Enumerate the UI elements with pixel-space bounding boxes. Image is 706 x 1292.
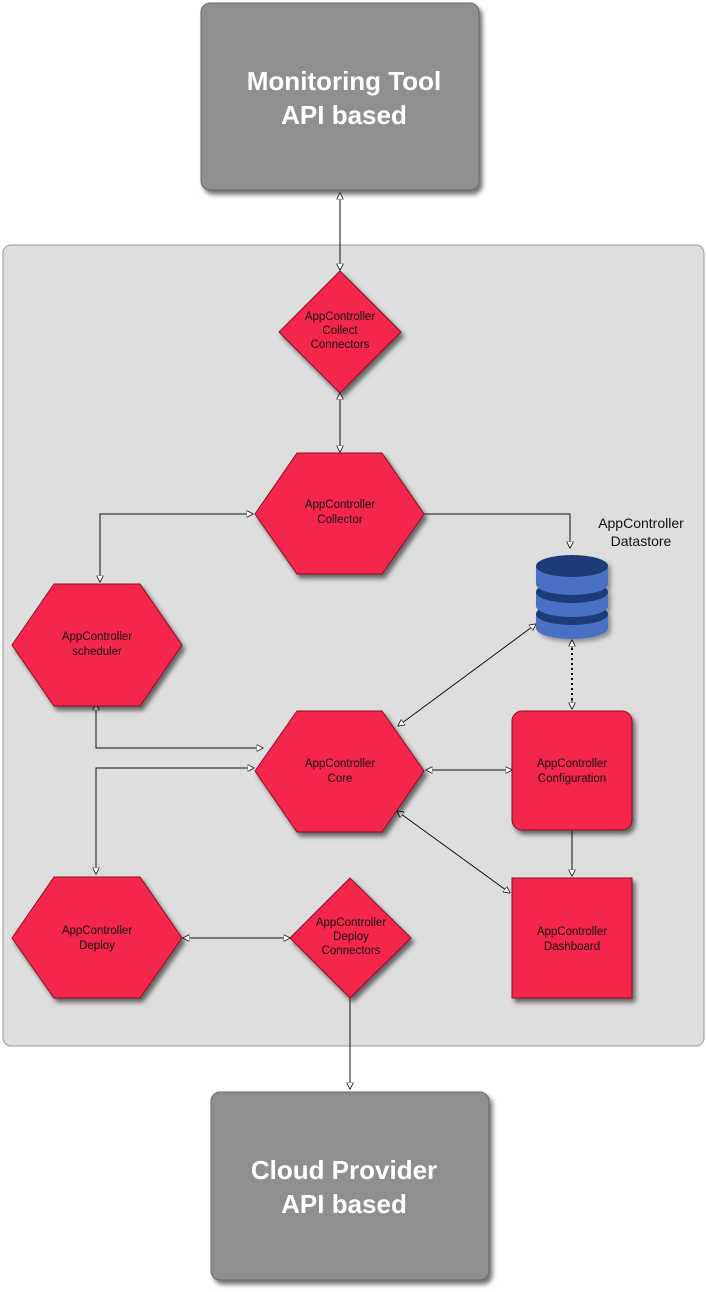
monitoring-tool-title: Monitoring Tool — [247, 66, 441, 96]
scheduler-label-2: scheduler — [72, 646, 122, 658]
dashboard-label-2: Dashboard — [544, 941, 600, 953]
database-icon — [536, 555, 608, 639]
edge-core-deploy — [96, 768, 254, 874]
scheduler-label-1: AppController — [62, 631, 132, 643]
datastore-label-2: Datastore — [611, 533, 672, 549]
dashboard-label-1: AppController — [537, 926, 607, 938]
core-node: AppController Core — [254, 710, 425, 833]
collect-connectors-label-1: AppController — [305, 311, 375, 323]
edge-core-dashboard — [397, 811, 510, 893]
edge-collector-datastore — [424, 513, 570, 548]
deploy-connectors-label-3: Connectors — [322, 945, 381, 957]
edge-core-datastore — [398, 624, 536, 726]
monitoring-tool-box: Monitoring Tool API based — [200, 2, 480, 191]
deploy-connectors-node: AppController Deploy Connectors — [289, 877, 412, 999]
scheduler-node: AppController scheduler — [11, 583, 183, 707]
monitoring-tool-subtitle: API based — [281, 100, 407, 130]
deploy-connectors-label-2: Deploy — [333, 931, 369, 943]
edges — [96, 193, 572, 1089]
collect-connectors-node: AppController Collect Connectors — [278, 270, 402, 394]
core-label-2: Core — [328, 773, 353, 785]
cloud-provider-subtitle: API based — [281, 1189, 407, 1219]
configuration-label-1: AppController — [537, 758, 607, 770]
collector-node: AppController Collector — [254, 452, 425, 575]
edge-collector-scheduler — [100, 514, 253, 582]
core-label-1: AppController — [305, 758, 375, 770]
deploy-label-1: AppController — [62, 925, 132, 937]
configuration-label-2: Configuration — [538, 773, 606, 785]
deploy-connectors-label-1: AppController — [316, 917, 386, 929]
collector-label-1: AppController — [305, 499, 375, 511]
datastore-label-1: AppController — [598, 515, 684, 531]
collect-connectors-label-2: Collect — [322, 325, 358, 337]
dashboard-node: AppController Dashboard — [511, 877, 633, 999]
cloud-provider-title: Cloud Provider — [251, 1155, 437, 1185]
edge-scheduler-core — [96, 704, 263, 748]
cloud-provider-box: Cloud Provider API based — [210, 1091, 490, 1281]
collect-connectors-label-3: Connectors — [311, 339, 370, 351]
deploy-node: AppController Deploy — [11, 876, 183, 999]
deploy-label-2: Deploy — [79, 940, 115, 952]
collector-label-2: Collector — [317, 514, 363, 526]
configuration-node: AppController Configuration — [511, 710, 633, 831]
datastore-node: AppController Datastore — [536, 515, 684, 639]
